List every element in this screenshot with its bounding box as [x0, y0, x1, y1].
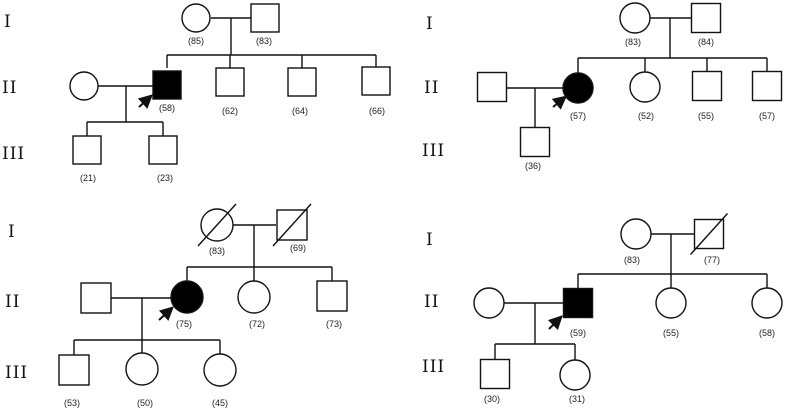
age-label: (84)	[698, 37, 714, 47]
connector-lines	[73, 17, 768, 360]
generation-label: III	[422, 141, 446, 161]
unaffected-female-circle	[655, 287, 687, 319]
age-label: (69)	[290, 243, 306, 253]
deceased-slash	[689, 213, 729, 255]
proband-arrow-icon	[551, 95, 568, 110]
age-label: (57)	[570, 111, 586, 121]
age-label: (52)	[638, 111, 654, 121]
proband-arrow-icon	[547, 315, 563, 331]
generation-label: II	[424, 78, 440, 98]
generation-label: III	[5, 363, 29, 383]
generation-label: I	[8, 222, 16, 242]
unaffected-male-square	[148, 135, 178, 165]
unaffected-female-circle	[203, 353, 237, 387]
deceased-slash	[197, 203, 237, 247]
generation-label: II	[5, 292, 21, 312]
age-label: (75)	[176, 319, 192, 329]
unaffected-male-square	[519, 126, 551, 158]
age-label: (83)	[624, 255, 640, 265]
unaffected-male-square	[72, 135, 102, 165]
age-label: (30)	[484, 394, 500, 404]
deceased-slash	[272, 203, 312, 247]
unaffected-male-square	[58, 354, 90, 386]
unaffected-female-circle	[125, 352, 159, 386]
age-label: (57)	[759, 111, 775, 121]
age-label: (66)	[369, 106, 385, 116]
unaffected-female-circle	[237, 280, 271, 314]
age-label: (55)	[663, 328, 679, 338]
generation-label: I	[426, 230, 434, 250]
affected-male-square	[562, 287, 594, 319]
unaffected-female-circle	[751, 287, 783, 319]
age-label: (64)	[292, 106, 308, 116]
pedigree-symbols	[58, 2, 783, 391]
unaffected-male-square	[476, 71, 508, 103]
age-label: (73)	[326, 319, 342, 329]
age-label: (62)	[222, 106, 238, 116]
age-label: (72)	[249, 319, 265, 329]
age-label: (36)	[525, 161, 541, 171]
unaffected-female-circle	[181, 3, 211, 33]
age-label: (77)	[704, 255, 720, 265]
generation-label: I	[426, 14, 434, 34]
age-label: (85)	[188, 36, 204, 46]
generation-label: II	[424, 292, 440, 312]
unaffected-female-circle	[559, 359, 591, 391]
age-label: (58)	[759, 328, 775, 338]
unaffected-male-square	[80, 282, 112, 314]
age-label: (55)	[698, 111, 714, 121]
age-label: (50)	[137, 398, 153, 408]
proband-arrows	[137, 94, 568, 331]
unaffected-male-square	[690, 2, 722, 34]
age-label: (31)	[569, 394, 585, 404]
proband-arrow-icon	[158, 306, 174, 321]
age-label: (83)	[209, 246, 225, 256]
generation-label: III	[422, 357, 446, 377]
age-label: (58)	[159, 103, 175, 113]
unaffected-male-square	[316, 280, 348, 312]
age-label: (53)	[64, 398, 80, 408]
unaffected-male-square	[287, 67, 317, 97]
age-labels: (85) (83) (58) (62) (64) (66) (21) (23) (83) (84)…	[64, 36, 775, 408]
unaffected-male-square	[691, 70, 723, 102]
generation-label: II	[2, 78, 18, 98]
generation-label: I	[4, 12, 12, 32]
unaffected-female-circle	[619, 2, 651, 34]
unaffected-male-square	[276, 209, 308, 241]
unaffected-female-circle	[620, 218, 652, 250]
age-label: (23)	[157, 173, 173, 183]
unaffected-male-square	[215, 67, 245, 97]
age-label: (21)	[80, 173, 96, 183]
affected-male-square	[152, 70, 182, 100]
age-label: (45)	[212, 398, 228, 408]
generation-label: III	[2, 144, 26, 164]
unaffected-male-square	[479, 358, 511, 390]
affected-female-circle	[170, 280, 204, 314]
unaffected-male-square	[361, 66, 391, 96]
proband-arrow-icon	[137, 94, 153, 109]
unaffected-female-circle	[629, 71, 661, 103]
unaffected-male-square	[250, 3, 280, 33]
age-label: (59)	[570, 328, 586, 338]
unaffected-female-circle	[473, 287, 505, 319]
unaffected-male-square	[751, 70, 783, 102]
affected-female-circle	[562, 72, 594, 104]
age-label: (83)	[256, 36, 272, 46]
unaffected-female-circle	[69, 71, 99, 101]
age-label: (83)	[625, 37, 641, 47]
